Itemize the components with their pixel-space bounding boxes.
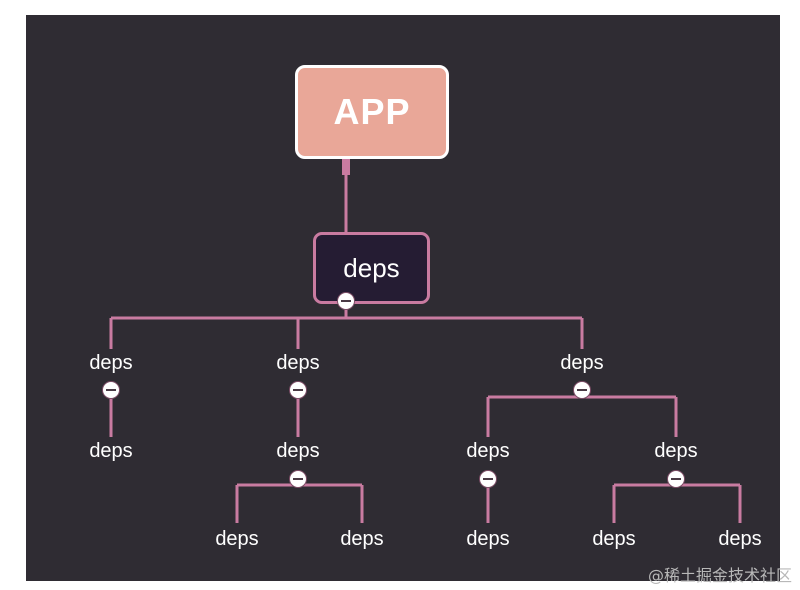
app-root-label: APP	[333, 91, 411, 132]
collapse-main-deps-icon[interactable]	[337, 292, 355, 310]
collapse-deps-a-icon[interactable]	[102, 381, 120, 399]
deps-node-c: deps	[560, 352, 604, 374]
collapse-deps-c2-icon[interactable]	[667, 470, 685, 488]
deps-node-b: deps	[276, 352, 320, 374]
deps-node-b1b: deps	[340, 528, 384, 550]
collapse-deps-b1-icon[interactable]	[289, 470, 307, 488]
deps-node-b1: deps	[276, 440, 320, 462]
main-deps-node[interactable]: deps	[313, 232, 430, 304]
deps-node-c2b: deps	[718, 528, 762, 550]
collapse-deps-c-icon[interactable]	[573, 381, 591, 399]
deps-node-a1: deps	[89, 440, 133, 462]
watermark-text: @稀土掘金技术社区	[647, 566, 792, 585]
deps-node-c1a: deps	[466, 528, 510, 550]
deps-node-b1a: deps	[215, 528, 259, 550]
app-root-node[interactable]: APP	[295, 65, 449, 159]
collapse-deps-c1-icon[interactable]	[479, 470, 497, 488]
deps-node-c2: deps	[654, 440, 698, 462]
diagram-canvas: APP deps deps deps deps deps deps deps d…	[26, 15, 780, 581]
main-deps-label: deps	[343, 252, 400, 283]
collapse-deps-b-icon[interactable]	[289, 381, 307, 399]
deps-node-a: deps	[89, 352, 133, 374]
deps-node-c1: deps	[466, 440, 510, 462]
deps-node-c2a: deps	[592, 528, 636, 550]
